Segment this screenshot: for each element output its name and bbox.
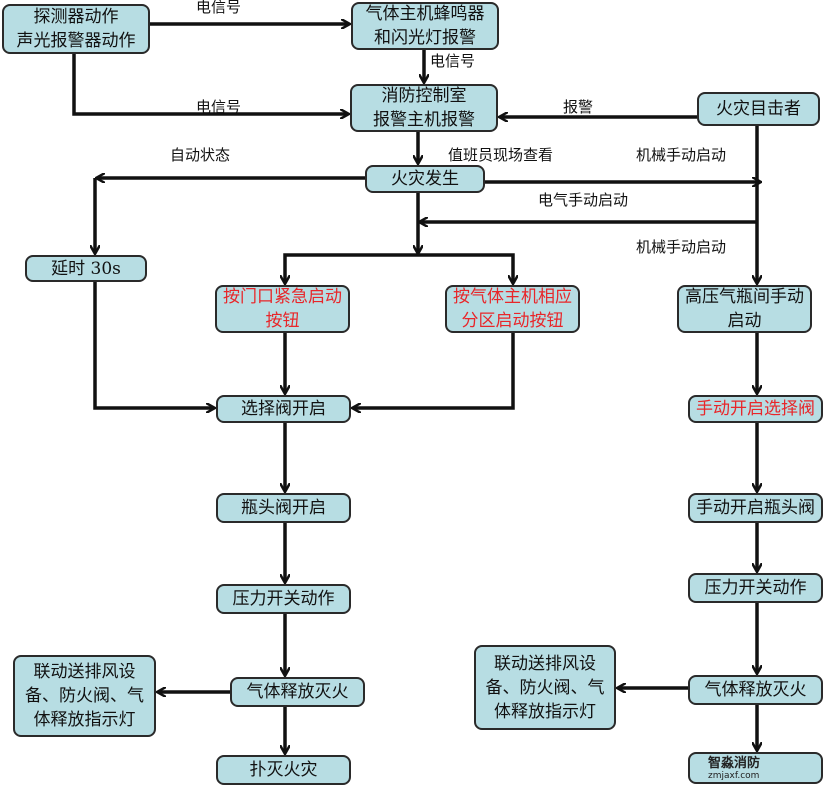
node-control-room: 消防控制室 报警主机报警 — [350, 84, 498, 132]
label-report: 报警 — [563, 98, 594, 116]
arrow-detector-to-control-room — [72, 54, 348, 114]
node-fire: 火灾发生 — [365, 165, 485, 193]
node-detector: 探测器动作 声光报警器动作 — [2, 4, 150, 54]
node-linkage-left: 联动送排风设 备、防火阀、气 体释放指示灯 — [13, 655, 156, 737]
label-signal-1: 电信号 — [196, 0, 242, 16]
node-bottle-open: 瓶头阀开启 — [216, 493, 351, 523]
label-auto: 自动状态 — [170, 146, 231, 164]
label-elec: 电气手动启动 — [538, 191, 629, 209]
node-bottle-manual: 手动开启瓶头阀 — [688, 493, 823, 523]
node-pressure-right: 压力开关动作 — [688, 573, 823, 603]
arrow-delay-to-selector — [93, 282, 214, 408]
label-signal-2: 电信号 — [196, 98, 242, 116]
node-release-right: 气体释放灭火 — [688, 675, 823, 705]
node-delay: 延时 30s — [25, 255, 147, 282]
node-gas-host-alarm: 气体主机蜂鸣器 和闪光灯报警 — [351, 2, 499, 50]
arrow-to-zone-button — [418, 253, 513, 283]
node-release-left: 气体释放灭火 — [230, 677, 365, 707]
node-selector-manual: 手动开启选择阀 — [688, 395, 823, 423]
node-witness: 火灾目击者 — [697, 92, 820, 126]
node-door-button: 按门口紧急启动 按钮 — [215, 285, 350, 333]
node-extinguish: 扑灭火灾 — [216, 755, 351, 785]
node-final-right — [688, 752, 823, 784]
label-mech-2: 机械手动启动 — [636, 238, 727, 256]
node-linkage-right: 联动送排风设 备、防火阀、气 体释放指示灯 — [474, 645, 616, 730]
label-signal-3: 电信号 — [430, 52, 476, 70]
node-selector-open: 选择阀开启 — [216, 395, 351, 423]
watermark-name: 智淼消防 — [708, 756, 761, 771]
label-mech-1: 机械手动启动 — [636, 146, 727, 164]
label-duty-check: 值班员现场查看 — [448, 146, 554, 164]
node-pressure-left: 压力开关动作 — [216, 584, 351, 614]
arrow-to-door-button — [285, 253, 418, 283]
node-cylinder-manual: 高压气瓶间手动 启动 — [677, 285, 812, 333]
arrow-zone-to-selector — [353, 333, 515, 408]
node-zone-button: 按气体主机相应 分区启动按钮 — [445, 285, 580, 333]
watermark-logo: 智淼消防 zmjaxf.com — [708, 752, 760, 781]
watermark-url: zmjaxf.com — [708, 771, 760, 781]
